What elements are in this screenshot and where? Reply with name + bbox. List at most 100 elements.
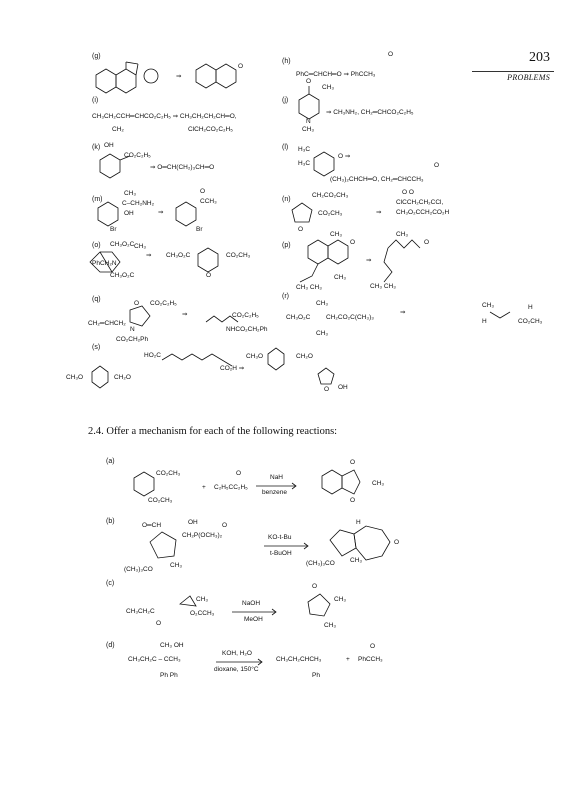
m-c: OH <box>124 210 134 217</box>
rxn-a-benzene <box>133 471 155 497</box>
rxn-c-p1: O <box>312 583 318 590</box>
j-oxygen: O <box>306 78 312 85</box>
q-d: N <box>130 326 135 333</box>
s-chain <box>161 353 233 367</box>
i-line1: CH₃CH₂CCH═CHCO₂C₂H₅ ⇒ CH₃CH₂CH₂CH═O, <box>92 113 237 120</box>
o-b: CH₃ <box>134 243 147 250</box>
rxn-d-plus: + <box>346 656 350 663</box>
rxn-b-b: OH <box>188 519 198 526</box>
rxn-d-b: CH₃CH₂C – CCH₃ <box>128 656 181 663</box>
p-product-chain <box>387 239 421 249</box>
o-d: CH₃O₂C <box>110 272 135 279</box>
n-arrow: ⇒ <box>376 209 382 216</box>
rxn-c-cyclopropane <box>179 595 197 607</box>
question-heading: 2.4. Offer a mechanism for each of the f… <box>88 426 338 437</box>
rxn-b-product <box>329 529 357 557</box>
rxn-c-p3: CH₃ <box>324 622 337 629</box>
s-f: CH₂O <box>296 353 313 360</box>
o-a: CH₃O₂C <box>110 241 135 248</box>
rxn-d-p3o: O <box>370 643 376 650</box>
running-head: PROBLEMS <box>507 73 550 82</box>
i-line2a: CH₂ <box>112 126 124 133</box>
s-b: CO₂H ⇒ <box>220 365 245 372</box>
rxn-b-c: CH₂P(OCH₃)₂ <box>182 532 223 539</box>
n-p3: CH₃O₂CCH₂CO₂H <box>396 209 450 216</box>
m-b: C–CH₂NH₂ <box>122 200 155 207</box>
page-number: 203 <box>529 50 550 65</box>
q-arrow: ⇒ <box>182 311 188 318</box>
q-e: CO₂CH₂Ph <box>116 336 149 343</box>
l-methyl-1: H₃C <box>298 146 311 153</box>
i-line2b: ClCH₂CO₂C₂H₅ <box>188 126 233 133</box>
rxn-b-cond1: KO-t-Bu <box>268 534 292 541</box>
rxn-c-product <box>307 593 331 617</box>
p-d: CH₃ CH₃ <box>296 284 322 291</box>
label-r: (r) <box>282 293 289 300</box>
n-p1: O O <box>402 189 414 196</box>
rxn-c-d: O <box>156 620 162 627</box>
g-oxygen: O <box>238 63 244 70</box>
k-hydroxyl: OH <box>104 142 114 149</box>
m-p3: Br <box>196 226 203 233</box>
rxn-c-c: O₂CCH₃ <box>190 610 215 617</box>
rxn-a-product-benzene <box>321 469 343 495</box>
rxn-c-cond1: NaOH <box>242 600 261 607</box>
n-cyclopentenone <box>291 202 313 223</box>
m-d: Br <box>110 226 117 233</box>
p-b: O <box>350 239 356 246</box>
r-p3: H <box>482 318 487 325</box>
p-p3: CH₃ CH₃ <box>370 283 396 290</box>
k-cyclohexene <box>99 153 121 179</box>
j-methyl: CH₃ <box>302 126 315 133</box>
rxn-c-label: (c) <box>106 580 115 587</box>
label-k: (k) <box>92 144 101 151</box>
p-c: CH₃ <box>334 274 347 281</box>
rxn-a-r2: CO₂CH₃ <box>148 497 173 504</box>
n-p2: ClCCH₂CH₂CCl, <box>396 199 444 206</box>
o-p1: CH₃O₂C <box>166 252 191 259</box>
s-h: OH <box>338 384 348 391</box>
rxn-b-d: (CH₃)₃CO <box>124 566 153 573</box>
label-s: (s) <box>92 344 101 351</box>
label-p: (p) <box>282 242 291 249</box>
n-c: O <box>298 226 304 233</box>
rxn-b-p4: CH₃ <box>350 557 363 564</box>
r-p2: H <box>528 304 533 311</box>
g-arrow: ⇒ <box>176 73 182 80</box>
o-product-ring <box>197 247 219 273</box>
rxn-c-a: CH₃ <box>196 596 209 603</box>
l-cyclohexane <box>313 151 335 177</box>
s-c: CH₃O <box>66 374 84 381</box>
s-g: O <box>324 386 330 393</box>
h-equation: PhC═CHCH═O ⇒ PhCCH₃ <box>296 71 376 78</box>
h-methyl: CH₃ <box>322 84 335 91</box>
q-b: CO₂C₂H₅ <box>150 300 177 307</box>
r-b: CH₃O₂C <box>286 314 311 321</box>
rxn-b-cond2: t-BuOH <box>270 550 292 557</box>
m-product-benzene <box>175 201 197 227</box>
s-a: HO₂C <box>144 352 161 359</box>
label-g: (g) <box>92 53 101 60</box>
p-ring1 <box>327 239 349 265</box>
q-pyrrolidinone <box>129 305 151 327</box>
m-benzene <box>97 201 119 227</box>
rxn-d-p3: PhCCH₃ <box>358 656 383 663</box>
rxn-d-a: CH₃ OH <box>160 642 184 649</box>
m-p2: CCH₃ <box>200 198 217 205</box>
l-methyl-2: H₃C <box>298 160 311 167</box>
rxn-d-label: (d) <box>106 642 115 649</box>
label-o: (o) <box>92 242 101 249</box>
rxn-a-p2: O <box>350 497 356 504</box>
rxn-b-p2: O <box>394 539 400 546</box>
rxn-d-cond2: dioxane, 150°C <box>214 666 259 673</box>
rxn-d-cond1: KOH, H₂O <box>222 650 252 657</box>
label-i: (i) <box>92 97 99 104</box>
l-product-o: O <box>434 162 440 169</box>
h-carbonyl-o: O <box>388 51 394 58</box>
j-nitrogen: N <box>306 118 311 125</box>
n-b: CO₂CH₃ <box>318 210 343 217</box>
s-e: CH₃O <box>246 353 264 360</box>
r-d: CH₃ <box>316 330 329 337</box>
rxn-c-b: CH₃CH₂C <box>126 608 155 615</box>
